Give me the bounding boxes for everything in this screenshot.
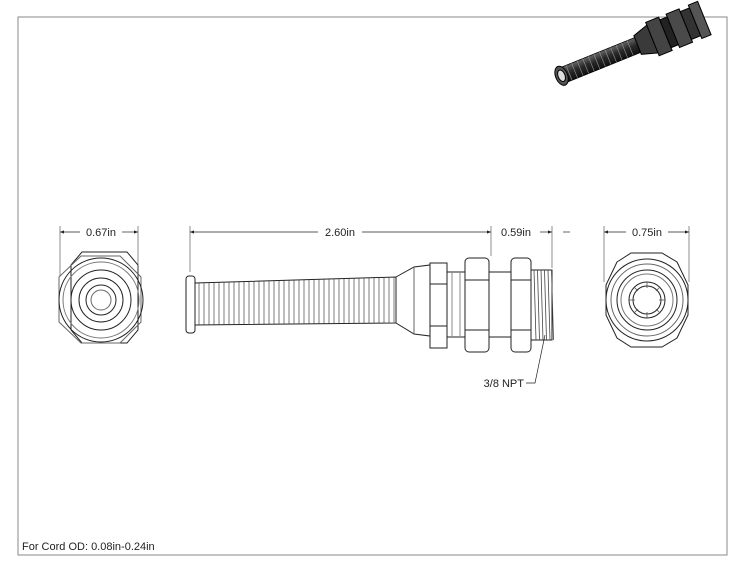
dim-right-label: 0.75in <box>632 227 662 239</box>
left-end-view <box>58 251 144 344</box>
right-end-view <box>605 252 689 348</box>
thread-line <box>547 269 551 341</box>
thread-line <box>533 269 537 341</box>
dim-left-label: 0.67in <box>86 227 116 239</box>
dim-right-width: 0.75in <box>603 226 690 282</box>
thread-line <box>551 269 554 341</box>
cord-od-note: For Cord OD: 0.08in-0.24in <box>22 541 155 553</box>
sheet-border <box>17 16 728 556</box>
thread-line <box>537 269 540 341</box>
dim-thread-length: 0.59in <box>501 226 570 268</box>
corrugation-ribs <box>198 277 395 325</box>
npt-threads <box>533 269 554 341</box>
thread-line <box>544 269 547 341</box>
thread-line <box>540 269 544 341</box>
dim-side-length: 2.60in <box>189 226 492 272</box>
side-view <box>185 257 554 353</box>
thread-callout: 3/8 NPT <box>484 334 546 390</box>
dim-length-label: 2.60in <box>325 227 355 239</box>
dim-left-width: 0.67in <box>59 226 139 276</box>
dim-thread-label: 0.59in <box>501 227 531 239</box>
isometric-preview <box>554 0 712 86</box>
thread-callout-label: 3/8 NPT <box>484 378 525 390</box>
